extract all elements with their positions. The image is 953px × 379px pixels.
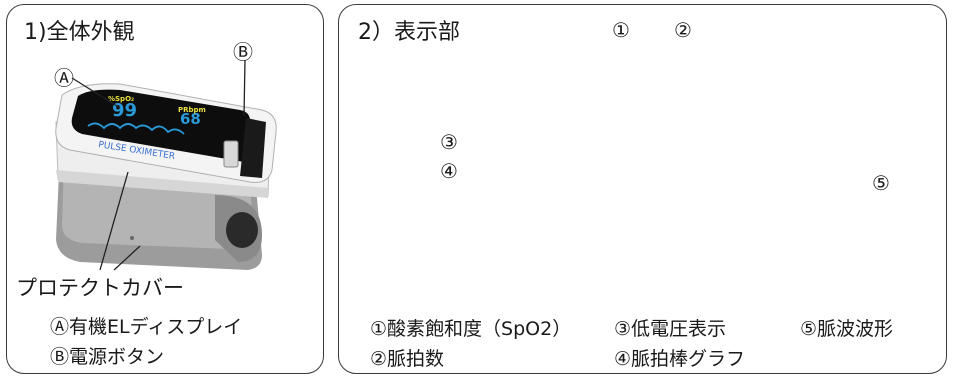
leader-b bbox=[243, 59, 246, 117]
marker-4: ④ bbox=[440, 159, 458, 183]
marker-2: ② bbox=[674, 18, 692, 42]
leader-cover-1 bbox=[99, 171, 129, 271]
marker-b: Ⓑ bbox=[233, 40, 253, 64]
legend-2: ②脈拍数 bbox=[370, 348, 445, 370]
overview-title: 1)全体外観 bbox=[24, 20, 135, 45]
side-spo2-value: 99 bbox=[112, 100, 137, 121]
legend-a: Ⓐ有機ELディスプレイ bbox=[50, 316, 243, 338]
marker-3: ③ bbox=[440, 130, 458, 154]
leader-a bbox=[71, 77, 121, 109]
oximeter-side-view: 99 68 %SpO₂ PRbpm PULSE OXIMETER bbox=[55, 83, 277, 270]
marker-1: ① bbox=[612, 18, 630, 42]
legend-3: ③低電圧表示 bbox=[614, 318, 727, 340]
legend-1: ①酸素飽和度（SpO2） bbox=[370, 318, 572, 340]
legend-b: Ⓑ電源ボタン bbox=[50, 346, 165, 368]
legend-4: ④脈拍棒グラフ bbox=[614, 348, 746, 370]
side-spo2-label: %SpO₂ bbox=[108, 95, 134, 103]
marker-a: Ⓐ bbox=[54, 66, 74, 90]
display-title: 2）表示部 bbox=[358, 20, 460, 45]
side-pr-label: PRbpm bbox=[178, 106, 206, 114]
leader-cover-2 bbox=[113, 245, 141, 271]
cover-label: プロテクトカバー bbox=[16, 276, 184, 300]
marker-5: ⑤ bbox=[872, 171, 890, 195]
display-panel bbox=[338, 4, 947, 374]
side-pr-value: 68 bbox=[180, 110, 201, 128]
legend-5: ⑤脈波波形 bbox=[800, 318, 894, 340]
